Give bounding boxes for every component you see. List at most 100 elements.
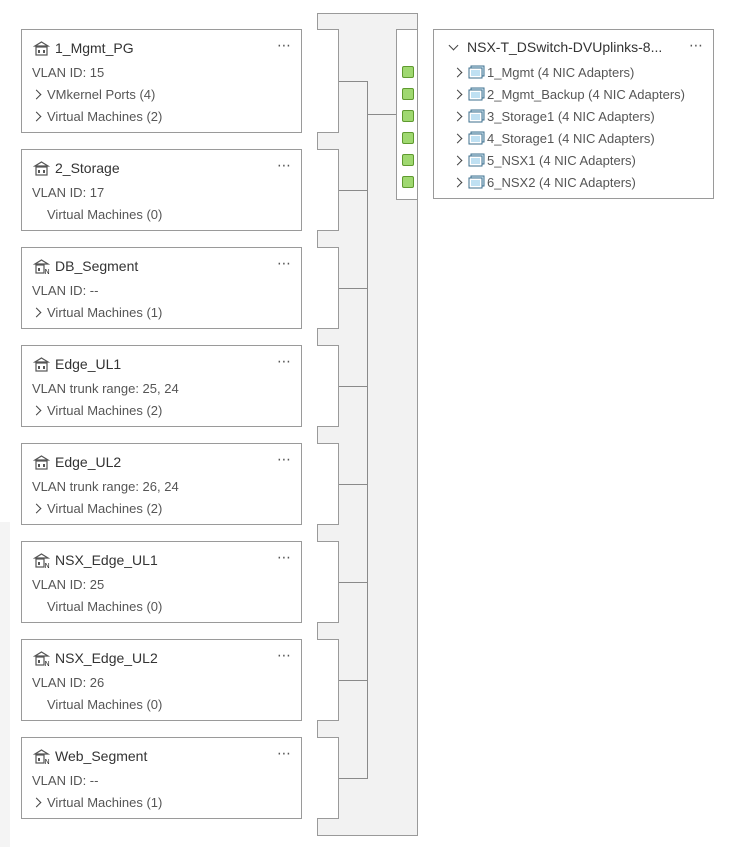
port-group-member-item[interactable]: Virtual Machines (2) bbox=[47, 501, 163, 516]
collapse-uplinks-chevron-icon[interactable] bbox=[448, 40, 459, 51]
port-group-actions-button[interactable]: ⋯ bbox=[277, 37, 292, 53]
uplink-label: 6_NSX2 (4 NIC Adapters) bbox=[487, 175, 636, 190]
port-group-name[interactable]: NSX_Edge_UL1 bbox=[55, 552, 158, 568]
port-group-card[interactable]: N DB_Segment ⋯ VLAN ID: -- Virtual Machines … bbox=[21, 247, 302, 329]
uplink-label: 1_Mgmt (4 NIC Adapters) bbox=[487, 65, 635, 80]
port-group-member-item[interactable]: Virtual Machines (1) bbox=[47, 305, 163, 320]
port-group-header: 1_Mgmt_PG ⋯ bbox=[22, 37, 301, 58]
uplink-label: 5_NSX1 (4 NIC Adapters) bbox=[487, 153, 636, 168]
uplink-port[interactable] bbox=[402, 154, 414, 166]
nsx-segment-icon: N bbox=[32, 651, 51, 668]
svg-text:N: N bbox=[45, 758, 50, 765]
expand-chevron-icon[interactable] bbox=[452, 67, 463, 78]
port-group-header: Edge_UL1 ⋯ bbox=[22, 353, 301, 374]
nic-adapter-icon bbox=[468, 87, 485, 101]
port-group-card[interactable]: 1_Mgmt_PG ⋯ VLAN ID: 15 VMkernel Ports (4) V… bbox=[21, 29, 302, 133]
port-connection-line bbox=[339, 582, 368, 583]
uplink-label: 2_Mgmt_Backup (4 NIC Adapters) bbox=[487, 87, 685, 102]
port-group-header: N DB_Segment ⋯ bbox=[22, 255, 301, 276]
port-group-actions-button[interactable]: ⋯ bbox=[277, 549, 292, 565]
port-group-icon bbox=[32, 357, 51, 373]
switch-port-stub bbox=[317, 29, 339, 133]
uplinks-actions-button[interactable]: ⋯ bbox=[689, 37, 704, 53]
vlan-info: VLAN ID: 25 bbox=[32, 577, 105, 592]
port-group-card[interactable]: N Web_Segment ⋯ VLAN ID: -- Virtual Machines… bbox=[21, 737, 302, 819]
port-group-header: Edge_UL2 ⋯ bbox=[22, 451, 301, 472]
port-group-member-item[interactable]: Virtual Machines (1) bbox=[47, 795, 163, 810]
switch-port-stub bbox=[317, 639, 339, 721]
port-group-icon bbox=[32, 161, 51, 177]
vlan-info: VLAN ID: -- bbox=[32, 283, 99, 298]
switch-port-stub bbox=[317, 737, 339, 819]
uplink-item[interactable]: 3_Storage1 (4 NIC Adapters) bbox=[434, 108, 713, 126]
port-group-icon bbox=[32, 455, 51, 471]
uplink-label: 3_Storage1 (4 NIC Adapters) bbox=[487, 109, 655, 124]
port-group-card[interactable]: Edge_UL2 ⋯ VLAN trunk range: 26, 24 Virtual… bbox=[21, 443, 302, 525]
switch-port-stub bbox=[317, 541, 339, 623]
expand-chevron-icon[interactable] bbox=[452, 177, 463, 188]
uplink-port[interactable] bbox=[402, 88, 414, 100]
switch-port-stub bbox=[317, 247, 339, 329]
port-group-member-item[interactable]: Virtual Machines (2) bbox=[47, 403, 163, 418]
switch-port-stub bbox=[317, 345, 339, 427]
uplink-item[interactable]: 4_Storage1 (4 NIC Adapters) bbox=[434, 130, 713, 148]
expand-chevron-icon[interactable] bbox=[31, 503, 42, 514]
expand-chevron-icon[interactable] bbox=[452, 111, 463, 122]
uplink-item[interactable]: 1_Mgmt (4 NIC Adapters) bbox=[434, 64, 713, 82]
port-group-actions-button[interactable]: ⋯ bbox=[277, 157, 292, 173]
uplink-port[interactable] bbox=[402, 176, 414, 188]
expand-chevron-icon[interactable] bbox=[31, 307, 42, 318]
port-group-actions-button[interactable]: ⋯ bbox=[277, 647, 292, 663]
nic-adapter-icon bbox=[468, 65, 485, 79]
vlan-info: VLAN trunk range: 26, 24 bbox=[32, 479, 179, 494]
uplink-port[interactable] bbox=[402, 110, 414, 122]
expand-chevron-icon[interactable] bbox=[31, 89, 42, 100]
port-connection-line bbox=[339, 190, 368, 191]
uplink-item[interactable]: 6_NSX2 (4 NIC Adapters) bbox=[434, 174, 713, 192]
port-group-member-item: Virtual Machines (0) bbox=[47, 697, 163, 712]
expand-chevron-icon[interactable] bbox=[31, 405, 42, 416]
background-band bbox=[0, 522, 10, 847]
port-group-name[interactable]: Edge_UL1 bbox=[55, 356, 122, 372]
port-group-member-item[interactable]: VMkernel Ports (4) bbox=[47, 87, 156, 102]
switch-port-stub bbox=[317, 443, 339, 525]
port-group-member-item[interactable]: Virtual Machines (2) bbox=[47, 109, 163, 124]
uplink-port[interactable] bbox=[402, 132, 414, 144]
expand-chevron-icon[interactable] bbox=[452, 155, 463, 166]
nsx-segment-icon: N bbox=[32, 259, 51, 276]
port-group-actions-button[interactable]: ⋯ bbox=[277, 353, 292, 369]
uplink-port[interactable] bbox=[402, 66, 414, 78]
port-group-name[interactable]: Edge_UL2 bbox=[55, 454, 122, 470]
port-group-name[interactable]: DB_Segment bbox=[55, 258, 139, 274]
port-group-name[interactable]: 1_Mgmt_PG bbox=[55, 40, 134, 56]
uplink-item[interactable]: 2_Mgmt_Backup (4 NIC Adapters) bbox=[434, 86, 713, 104]
vlan-info: VLAN trunk range: 25, 24 bbox=[32, 381, 179, 396]
port-connection-line bbox=[339, 680, 368, 681]
expand-chevron-icon[interactable] bbox=[31, 111, 42, 122]
port-group-actions-button[interactable]: ⋯ bbox=[277, 255, 292, 271]
vlan-info: VLAN ID: 15 bbox=[32, 65, 105, 80]
uplink-label: 4_Storage1 (4 NIC Adapters) bbox=[487, 131, 655, 146]
svg-text:N: N bbox=[45, 268, 50, 275]
expand-chevron-icon[interactable] bbox=[31, 797, 42, 808]
port-group-member-item: Virtual Machines (0) bbox=[47, 207, 163, 222]
port-group-actions-button[interactable]: ⋯ bbox=[277, 451, 292, 467]
vlan-info: VLAN ID: 17 bbox=[32, 185, 105, 200]
port-group-name[interactable]: NSX_Edge_UL2 bbox=[55, 650, 158, 666]
uplink-item[interactable]: 5_NSX1 (4 NIC Adapters) bbox=[434, 152, 713, 170]
switch-port-stub bbox=[317, 149, 339, 231]
expand-chevron-icon[interactable] bbox=[452, 89, 463, 100]
nic-adapter-icon bbox=[468, 175, 485, 189]
port-group-name[interactable]: Web_Segment bbox=[55, 748, 148, 764]
port-group-actions-button[interactable]: ⋯ bbox=[277, 745, 292, 761]
uplinks-card: NSX-T_DSwitch-DVUplinks-8... ⋯ 1_Mgmt (4… bbox=[433, 29, 714, 199]
port-group-card[interactable]: 2_Storage ⋯ VLAN ID: 17 Virtual Machines (0… bbox=[21, 149, 302, 231]
svg-text:N: N bbox=[45, 562, 50, 569]
port-group-name[interactable]: 2_Storage bbox=[55, 160, 120, 176]
port-group-card[interactable]: Edge_UL1 ⋯ VLAN trunk range: 25, 24 Virtual… bbox=[21, 345, 302, 427]
vlan-info: VLAN ID: -- bbox=[32, 773, 99, 788]
expand-chevron-icon[interactable] bbox=[452, 133, 463, 144]
